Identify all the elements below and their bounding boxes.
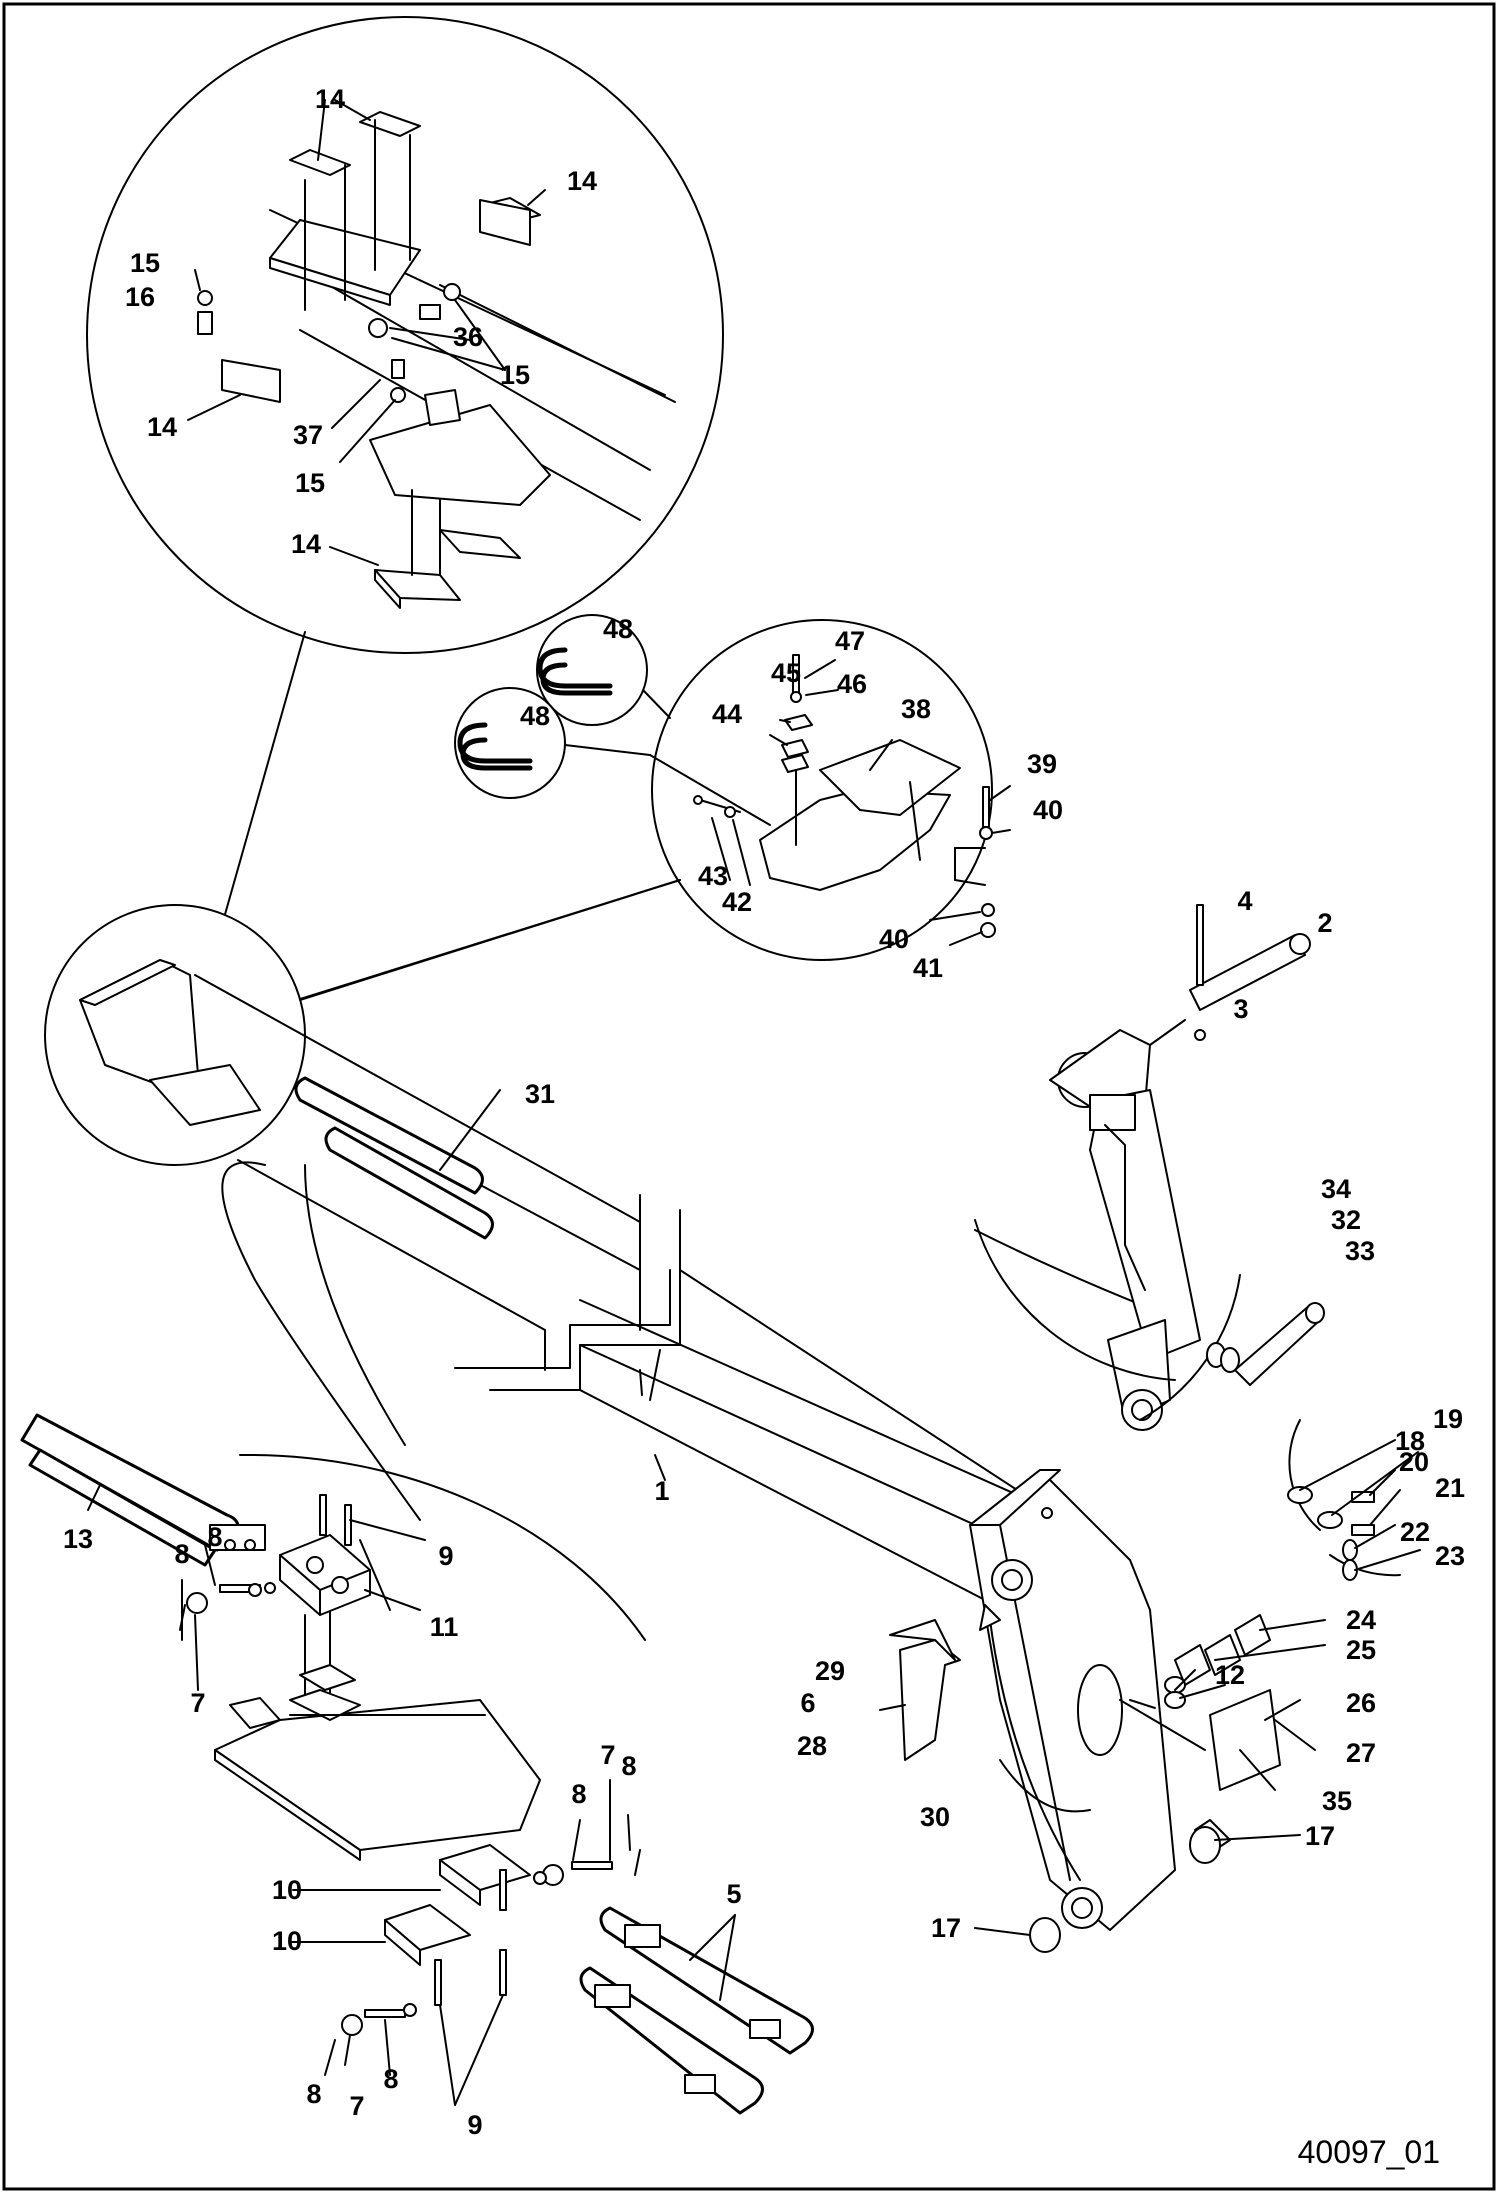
callout-35: 35: [1322, 1786, 1352, 1816]
callout-9: 9: [438, 1541, 453, 1571]
callout-8: 8: [174, 1539, 189, 1569]
callout-14: 14: [291, 529, 321, 559]
callout-2: 2: [1317, 908, 1332, 938]
callout-28: 28: [797, 1731, 827, 1761]
hydraulic-cylinder: [974, 904, 1325, 1431]
callout-47: 47: [835, 626, 865, 656]
drawing-reference-number: 40097_01: [1298, 2134, 1440, 2170]
callout-9: 9: [467, 2110, 482, 2140]
callout-39: 39: [1027, 749, 1057, 779]
callout-8: 8: [621, 1751, 636, 1781]
callout-21: 21: [1435, 1473, 1465, 1503]
callout-44: 44: [712, 699, 742, 729]
callout-40: 40: [1033, 795, 1063, 825]
callout-8: 8: [383, 2064, 398, 2094]
callout-26: 26: [1346, 1688, 1376, 1718]
callout-48: 48: [603, 614, 633, 644]
callout-17: 17: [931, 1913, 961, 1943]
callout-24: 24: [1346, 1605, 1376, 1635]
callout-19: 19: [1433, 1404, 1463, 1434]
callout-5: 5: [726, 1879, 741, 1909]
callout-10: 10: [272, 1926, 302, 1956]
callout-10: 10: [272, 1875, 302, 1905]
callout-14: 14: [567, 166, 597, 196]
callout-14: 14: [147, 412, 177, 442]
callout-14: 14: [315, 84, 345, 114]
callout-7: 7: [190, 1688, 205, 1718]
callout-41: 41: [913, 953, 943, 983]
callout-3: 3: [1233, 994, 1248, 1024]
callout-29: 29: [815, 1656, 845, 1686]
callout-8: 8: [207, 1522, 222, 1552]
callout-45: 45: [771, 658, 801, 688]
callout-33: 33: [1345, 1236, 1375, 1266]
boom-assembly: [44, 879, 1176, 1931]
callout-42: 42: [722, 887, 752, 917]
callout-30: 30: [920, 1802, 950, 1832]
callout-46: 46: [837, 669, 867, 699]
callout-27: 27: [1346, 1738, 1376, 1768]
callout-34: 34: [1321, 1174, 1351, 1204]
callout-17: 17: [1305, 1821, 1335, 1851]
callout-43: 43: [698, 861, 728, 891]
callout-15: 15: [295, 468, 325, 498]
callout-32: 32: [1331, 1205, 1361, 1235]
callout-6: 6: [800, 1688, 815, 1718]
callout-8: 8: [306, 2079, 321, 2109]
callout-36: 36: [453, 322, 483, 352]
callout-15: 15: [130, 248, 160, 278]
callout-40: 40: [879, 924, 909, 954]
callout-13: 13: [63, 1524, 93, 1554]
callout-15: 15: [500, 360, 530, 390]
callout-48: 48: [520, 701, 550, 731]
hose-clamp-circles: [454, 614, 771, 826]
fittings-group: [879, 1419, 1421, 1953]
callout-7: 7: [349, 2091, 364, 2121]
callout-7: 7: [600, 1740, 615, 1770]
callout-37: 37: [293, 420, 323, 450]
callout-12: 12: [1215, 1660, 1245, 1690]
callout-16: 16: [125, 282, 155, 312]
callout-18: 18: [1395, 1426, 1425, 1456]
callout-31: 31: [525, 1079, 555, 1109]
callout-11: 11: [430, 1612, 459, 1642]
callout-25: 25: [1346, 1635, 1376, 1665]
callout-4: 4: [1237, 886, 1252, 916]
callout-8: 8: [571, 1779, 586, 1809]
callout-23: 23: [1435, 1541, 1465, 1571]
detail-bottom-left: [20, 1164, 814, 2115]
callout-1: 1: [654, 1476, 669, 1506]
callout-38: 38: [901, 694, 931, 724]
callout-22: 22: [1400, 1517, 1430, 1547]
detail-circle-top: [86, 16, 724, 926]
callout-20: 20: [1399, 1447, 1429, 1477]
